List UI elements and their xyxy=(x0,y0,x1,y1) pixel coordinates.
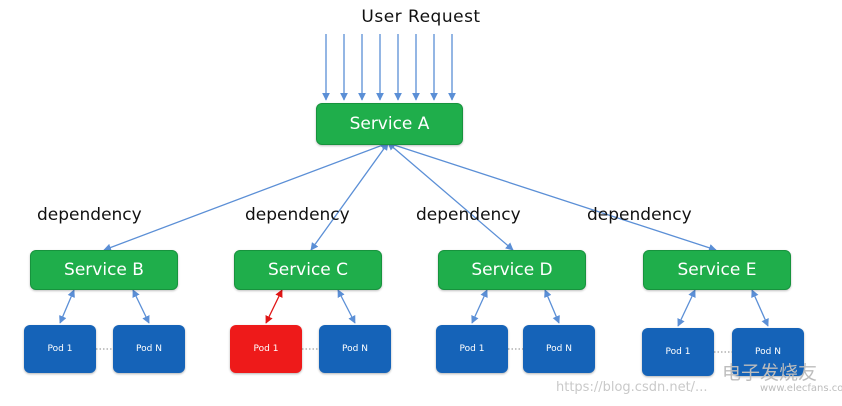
pod-links xyxy=(59,289,769,353)
service-c-box: Service C xyxy=(234,250,382,290)
service-d-pod-1: Pod 1 xyxy=(436,325,508,373)
dependency-arrow-e xyxy=(387,141,717,252)
service-d-pod-arrow-1 xyxy=(471,289,488,324)
dependency-arrow-b xyxy=(103,141,389,252)
service-d-box: Service D xyxy=(438,250,586,290)
service-d-pod-n: Pod N xyxy=(523,325,595,373)
dependency-arrows xyxy=(103,141,717,252)
watermark-url: https://blog.csdn.net/... xyxy=(556,380,708,395)
user-request-arrows xyxy=(322,34,456,101)
service-b-pod-1: Pod 1 xyxy=(24,325,96,373)
service-e-pod-n: Pod N xyxy=(732,328,804,376)
dependency-label-e: dependency xyxy=(587,205,692,225)
service-c-pod-arrow-1 xyxy=(265,289,283,324)
dependency-arrow-d xyxy=(387,142,514,251)
service-e-pod-arrow-1 xyxy=(677,289,696,327)
service-c-pod-n: Pod N xyxy=(319,325,391,373)
service-e-box: Service E xyxy=(643,250,791,290)
diagram-title: User Request xyxy=(361,7,481,27)
service-c-pod-1-failed: Pod 1 xyxy=(230,325,302,373)
dependency-label-c: dependency xyxy=(245,205,350,225)
service-b-pod-arrow-1 xyxy=(59,289,75,324)
service-e-pod-arrow-n xyxy=(751,289,769,327)
service-e-pod-1: Pod 1 xyxy=(642,328,714,376)
watermark-logo: 电子发烧友 xyxy=(722,362,818,384)
service-d-pod-arrow-n xyxy=(544,289,560,324)
dependency-label-b: dependency xyxy=(37,205,142,225)
service-a-box: Service A xyxy=(316,103,463,145)
watermark-domain: www.elecfans.com xyxy=(760,383,842,394)
service-b-pod-arrow-n xyxy=(132,289,150,324)
service-b-pod-n: Pod N xyxy=(113,325,185,373)
dependency-arrow-c xyxy=(310,142,389,251)
dependency-label-d: dependency xyxy=(416,205,521,225)
service-b-box: Service B xyxy=(30,250,178,290)
service-c-pod-arrow-n xyxy=(337,289,356,324)
